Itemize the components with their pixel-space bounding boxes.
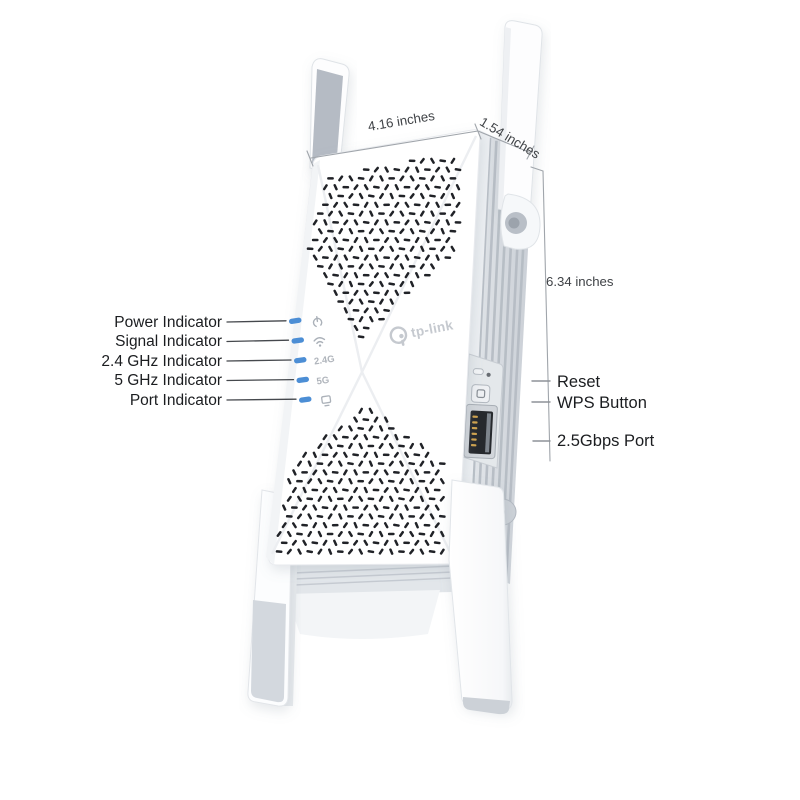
side-ports [463,368,498,460]
reset-led-dot [486,372,491,377]
power-led [289,317,302,324]
callout-25gbps-port: 2.5Gbps Port [557,432,655,450]
band-5g-led [296,376,309,384]
band-2-4g-led [294,357,307,364]
band-5g-label: 5G [316,375,330,388]
dimension-lines [306,123,551,462]
side-ribs [467,137,530,583]
wps-icon [476,389,486,399]
callout-wps-button: WPS Button [557,393,647,412]
antenna-top-left [309,58,350,176]
reset-pinhole [472,368,484,375]
device-underside [268,559,455,639]
vent-pattern-lower [275,407,446,555]
callout-24ghz-indicator: 2.4 GHz Indicator [101,352,222,370]
dimension-height-label: 6.34 inches [546,274,614,289]
callout-port-indicator: Port Indicator [129,391,222,409]
side-panel [456,130,533,584]
leader-lines-left [226,320,297,401]
antenna-hinge-top-right [500,193,541,250]
wps-button [470,384,491,404]
vent-pattern-upper [306,157,462,339]
antenna-top-right [497,20,543,216]
callout-reset: Reset [557,372,601,391]
band-2-4g-label: 2.4G [313,354,335,368]
signal-led [291,337,304,344]
wifi-icon [313,337,326,347]
leader-lines-right [531,380,551,442]
callout-signal-indicator: Signal Indicator [115,333,222,350]
antenna-bottom-right [448,479,513,715]
callout-power-indicator: Power Indicator [114,313,222,331]
callout-5ghz-indicator: 5 GHz Indicator [114,372,222,389]
port-led [299,396,312,403]
port-icon [321,395,332,407]
ethernet-pins [470,415,478,447]
front-panel: 2.4G 5G tp-link [266,129,481,566]
tp-link-logo-icon [389,326,408,346]
power-icon [312,315,323,328]
led-strip: 2.4G 5G [289,315,335,407]
